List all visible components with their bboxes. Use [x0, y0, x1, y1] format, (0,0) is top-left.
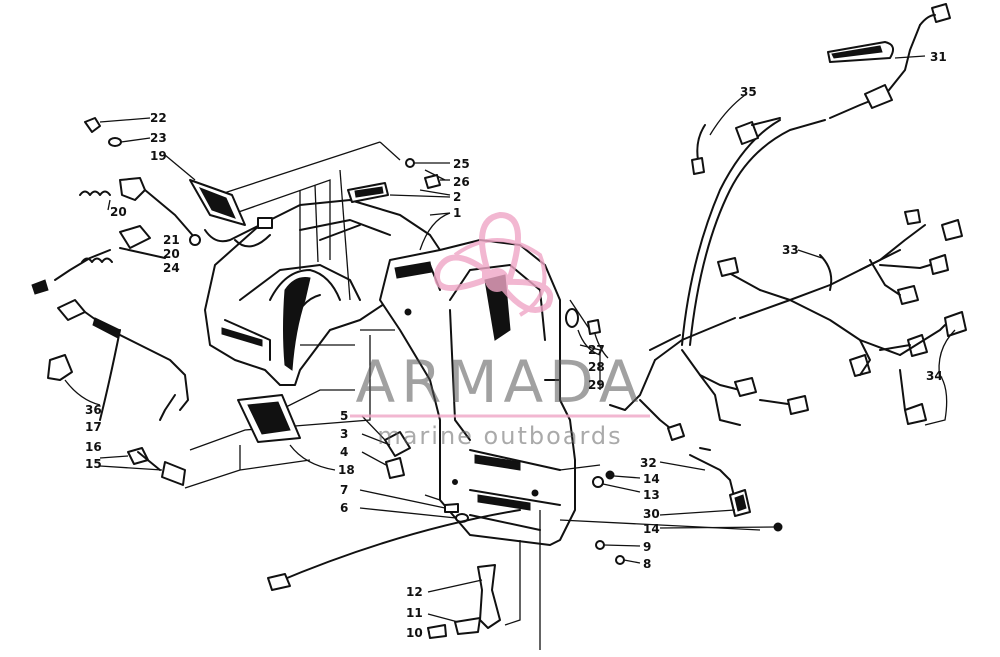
callout-6: 6 — [340, 501, 348, 515]
control-housing-body — [204, 199, 576, 546]
callout-21: 21 — [163, 233, 180, 247]
callout-9: 9 — [643, 540, 651, 554]
callout-35: 35 — [740, 85, 757, 99]
wiring-harness — [592, 3, 967, 532]
callout-26: 26 — [453, 175, 470, 189]
watermark-subtitle: marine outboards — [377, 422, 622, 450]
callout-32: 32 — [640, 456, 657, 470]
callout-27: 27 — [588, 343, 605, 357]
callout-11: 11 — [406, 606, 423, 620]
callout-19: 19 — [150, 149, 167, 163]
callout-5: 5 — [340, 409, 348, 423]
callout-33: 33 — [782, 243, 799, 257]
watermark-title: ARMADA — [355, 348, 644, 416]
callout-13: 13 — [643, 488, 660, 502]
callout-1: 1 — [453, 206, 461, 220]
callout-12: 12 — [406, 585, 423, 599]
left-small-parts — [31, 117, 336, 486]
callout-16: 16 — [85, 440, 102, 454]
callout-18: 18 — [338, 463, 355, 477]
callout-22: 22 — [150, 111, 167, 125]
callout-20-bottom: 20 — [163, 247, 180, 261]
callout-23: 23 — [150, 131, 167, 145]
callout-31: 31 — [930, 50, 947, 64]
callout-10: 10 — [406, 626, 423, 640]
callout-3: 3 — [340, 427, 348, 441]
callout-36: 36 — [85, 403, 102, 417]
callout-14-upper: 14 — [643, 472, 660, 486]
callout-28: 28 — [588, 360, 605, 374]
callout-8: 8 — [643, 557, 651, 571]
armada-watermark: ARMADA marine outboards — [350, 211, 650, 450]
callout-34: 34 — [926, 369, 943, 383]
callout-24: 24 — [163, 261, 180, 275]
callout-29: 29 — [588, 378, 605, 392]
callout-25: 25 — [453, 157, 470, 171]
callout-17: 17 — [85, 420, 102, 434]
armada-propeller-logo — [434, 211, 554, 317]
callout-14-lower: 14 — [643, 522, 660, 536]
center-small-parts — [267, 158, 641, 639]
callout-4: 4 — [340, 445, 348, 459]
callout-2: 2 — [453, 190, 461, 204]
leader-lines — [184, 141, 761, 650]
callout-30: 30 — [643, 507, 660, 521]
callout-7: 7 — [340, 483, 348, 497]
callout-labels: 22 23 19 20 21 20 24 25 26 2 1 35 31 33 … — [85, 50, 947, 640]
callout-15: 15 — [85, 457, 102, 471]
callout-20-top: 20 — [110, 205, 127, 219]
